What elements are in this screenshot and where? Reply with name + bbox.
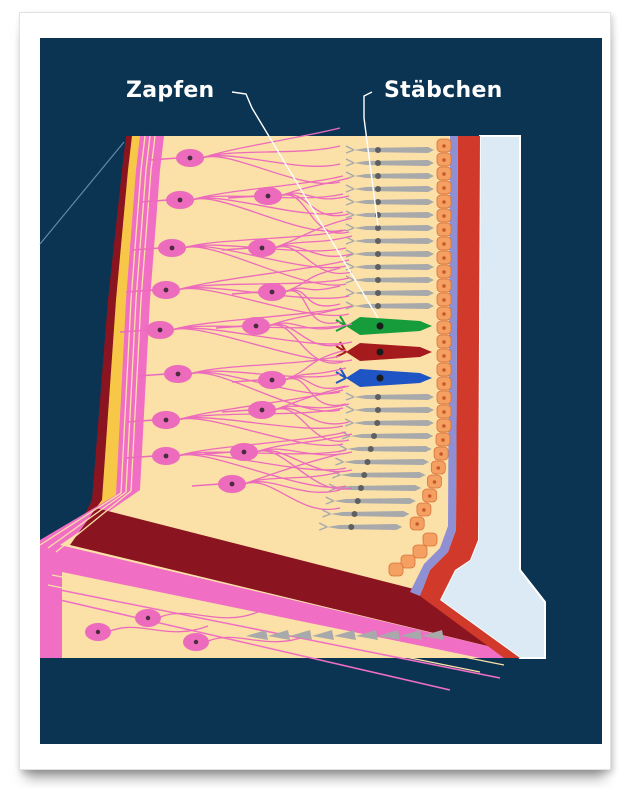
pigment-cell: [389, 563, 403, 576]
cone-cells: [336, 316, 432, 387]
label-staebchen: Stäbchen: [384, 80, 503, 102]
pigment-cell: [413, 545, 427, 558]
label-zapfen: Zapfen: [126, 80, 215, 102]
pigment-cell: [423, 533, 437, 546]
diagram-panel: [40, 38, 602, 744]
